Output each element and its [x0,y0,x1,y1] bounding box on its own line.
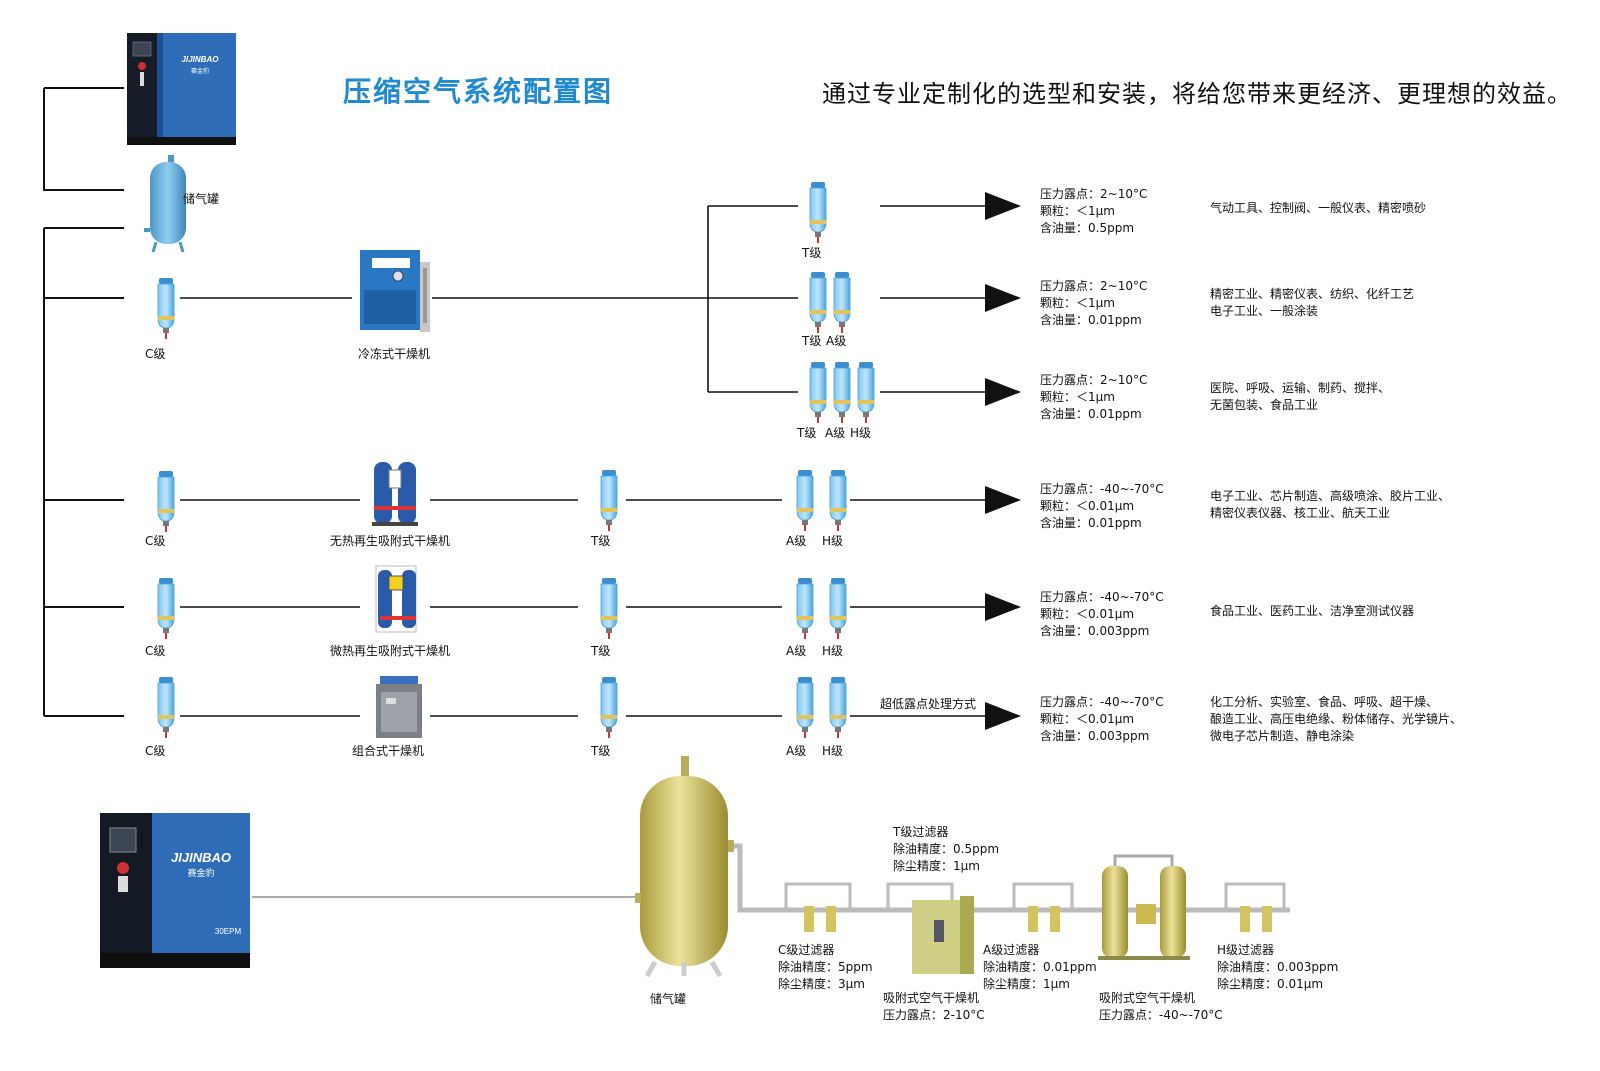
filter-label: A级 [825,426,846,440]
filter-label: T级 [802,334,822,348]
arrow-icon [985,593,1021,621]
stage1-label: C级 [145,644,166,658]
filter-label: T级 [797,426,817,440]
filter-label: T级 [802,246,822,260]
arrow-icon [985,192,1021,220]
t-filter-icon [809,181,827,244]
stage3-label: A级 [786,744,807,758]
combined-dryer-icon [376,676,422,738]
a-filter-icon [796,469,814,532]
h-filter-icon [829,577,847,640]
stage1-label: C级 [145,347,166,361]
page-title: 压缩空气系统配置图 [343,75,614,108]
arrow-icon [985,284,1021,312]
stage1-label: C级 [145,744,166,758]
dryer-label: 无热再生吸附式干燥机 [330,534,451,548]
c-filter-icon [157,277,175,340]
dryer1-spec: 吸附式空气干燥机压力露点：2-10°C [883,991,985,1022]
stage3-label: A级 [786,644,807,658]
h-filter-icon [829,469,847,532]
svg-text:赛金豹: 赛金豹 [191,67,209,75]
arrow-icon [985,702,1021,730]
dryer-label: 冷冻式干燥机 [358,347,431,361]
c-filter-icon [157,470,175,533]
stage3-label: H级 [822,644,844,658]
t-filter-icon [809,361,827,424]
application-text: 电子工业、芯片制造、高级喷涂、胶片工业、 精密仪表仪器、核工业、航天工业 [1210,489,1451,520]
svg-text:赛金豹: 赛金豹 [187,867,214,879]
c-filter-icon [157,676,175,739]
dryer2-spec: 吸附式空气干燥机压力露点：-40~-70°C [1099,991,1223,1022]
stage1-label: C级 [145,534,166,548]
filter-label: A级 [826,334,847,348]
filter-label: H级 [850,426,872,440]
c-filter-icon [157,577,175,640]
h-filter-icon [829,676,847,739]
h-filter-icon [857,361,875,424]
stage3-label: H级 [822,534,844,548]
application-text: 气动工具、控制阀、一般仪表、精密喷砂 [1210,201,1427,215]
ultra-low-dewpoint-note: 超低露点处理方式 [880,697,977,711]
bottom-air-tank-icon [635,756,734,978]
bottom-a-filter-icon [1012,882,1074,932]
a-filter-icon [833,361,851,424]
application-text: 医院、呼吸、运输、制药、搅拌、 无菌包装、食品工业 [1210,381,1391,412]
dryer-label: 组合式干燥机 [352,744,425,758]
svg-text:JIJINBAO: JIJINBAO [182,55,220,64]
stage2-label: T级 [591,744,611,758]
stage3-label: A级 [786,534,807,548]
arrow-icon [985,378,1021,406]
t-filter-icon [809,271,827,334]
svg-text:30EPM: 30EPM [215,927,242,936]
stage2-label: T级 [591,644,611,658]
a-filter-icon [796,577,814,640]
micro-heat-adsorption-dryer-icon [375,565,417,633]
a-filter-icon [833,271,851,334]
bottom-h-filter-icon [1224,882,1286,932]
dryer-label: 微热再生吸附式干燥机 [330,644,451,658]
svg-text:JIJINBAO: JIJINBAO [171,850,231,865]
bottom-c-filter-icon [784,882,852,932]
arrow-icon [985,486,1021,514]
air-tank-icon [144,155,186,253]
application-text: 食品工业、医药工业、洁净室测试仪器 [1210,604,1415,618]
t-filter-icon [600,469,618,532]
bottom-twin-tower-dryer-icon [1098,854,1190,960]
t-filter-icon [600,676,618,739]
application-text: 精密工业、精密仪表、纺织、化纤工艺 电子工业、一般涂装 [1210,287,1415,318]
tank-label: 储气罐 [183,192,220,206]
application-text: 化工分析、实验室、食品、呼吸、超干燥、 酿造工业、高压电绝缘、粉体储存、光学镜片… [1210,695,1463,743]
bottom-tank-label: 储气罐 [650,992,687,1006]
air-compressor-icon: JIJINBAO 赛金豹 [127,33,236,145]
bottom-adsorption-dryer-icon [912,896,974,974]
a-filter-icon [796,676,814,739]
page-subtitle: 通过专业定制化的选型和安装，将给您带来更经济、更理想的效益。 [822,80,1572,108]
heatless-adsorption-dryer-icon [372,462,418,526]
bottom-air-compressor-icon: JIJINBAO 赛金豹 30EPM [100,813,250,968]
refrigerated-dryer-icon [360,250,430,332]
stage3-label: H级 [822,744,844,758]
stage2-label: T级 [591,534,611,548]
t-filter-icon [600,577,618,640]
